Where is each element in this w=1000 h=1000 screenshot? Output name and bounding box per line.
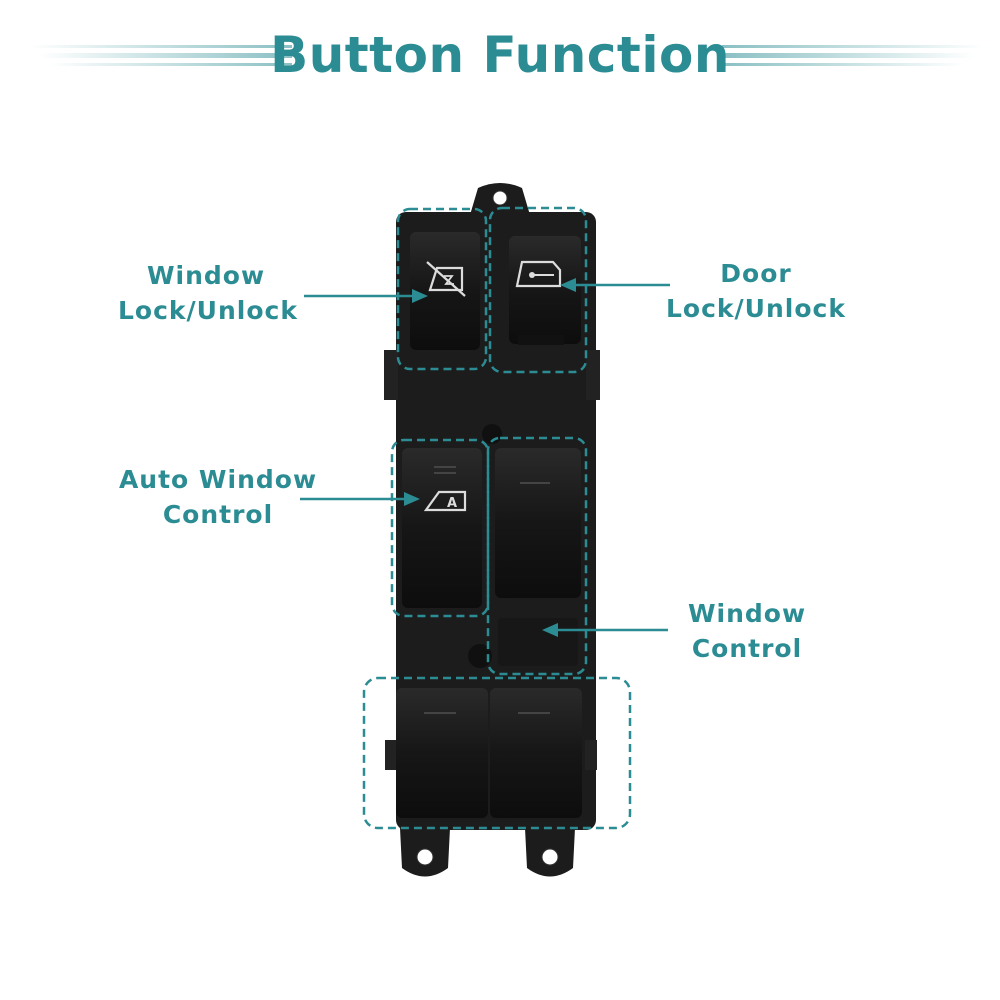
label-window-lock-line1: Window <box>146 261 266 290</box>
label-door-lock: Door Lock/Unlock <box>664 256 848 326</box>
label-auto-window: Auto Window Control <box>116 462 320 532</box>
label-door-lock-line1: Door <box>720 259 792 288</box>
label-window-lock: Window Lock/Unlock <box>118 258 298 328</box>
label-auto-window-line2: Control <box>162 500 274 529</box>
label-window-control: Window Control <box>672 596 822 666</box>
callout-arrows <box>300 278 670 637</box>
label-window-control-line2: Control <box>691 634 803 663</box>
label-window-control-line1: Window <box>687 599 807 628</box>
highlight-outlines <box>362 206 632 830</box>
auto-window-button[interactable] <box>402 448 482 608</box>
window-control-outline <box>486 436 588 676</box>
title-decoration-right <box>722 45 984 66</box>
auto-letter: A <box>447 496 457 511</box>
auto-window-icon: A <box>423 490 467 512</box>
page-title: Button Function <box>270 26 730 84</box>
title-decoration-left <box>30 45 292 66</box>
label-window-lock-line2: Lock/Unlock <box>118 296 298 325</box>
rear-windows-outline <box>362 676 632 830</box>
window-lock-outline <box>396 207 488 371</box>
window-control-button[interactable] <box>495 448 581 666</box>
door-lock-outline <box>488 206 588 374</box>
rear-right-window-button[interactable] <box>490 688 582 818</box>
label-auto-window-line1: Auto Window <box>118 465 318 494</box>
label-door-lock-line2: Lock/Unlock <box>666 294 846 323</box>
rear-left-window-button[interactable] <box>396 688 488 818</box>
window-lock-icon <box>426 261 466 297</box>
door-lock-button[interactable] <box>509 236 581 345</box>
door-key-icon <box>515 260 562 288</box>
